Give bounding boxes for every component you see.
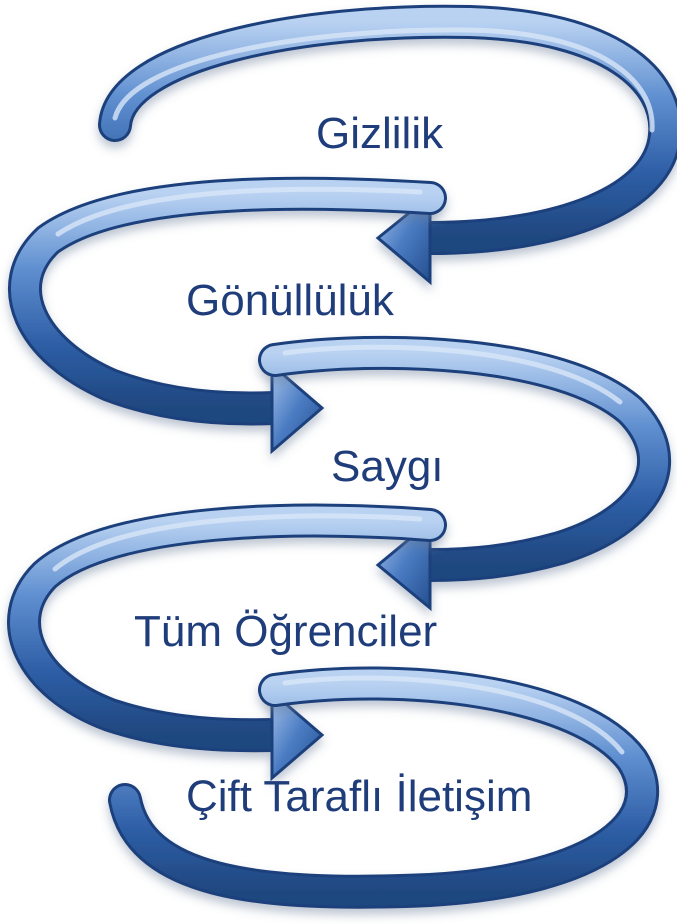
arrow-loop-2 <box>8 176 447 455</box>
step-label-tum-ogrenciler: Tüm Öğrenciler <box>134 607 438 656</box>
step-label-gizlilik: Gizlilik <box>316 109 444 158</box>
arrow-loop-1 <box>98 4 677 286</box>
arrow-loop-3 <box>258 335 672 612</box>
step-label-cift-tarafli-iletisim: Çift Taraflı İletişim <box>186 772 533 821</box>
arrow-loop-5 <box>108 666 659 909</box>
step-label-gonulluluk: Gönüllülük <box>186 276 394 325</box>
step-label-saygi: Saygı <box>331 442 444 491</box>
arrow-loop-4 <box>7 503 447 782</box>
